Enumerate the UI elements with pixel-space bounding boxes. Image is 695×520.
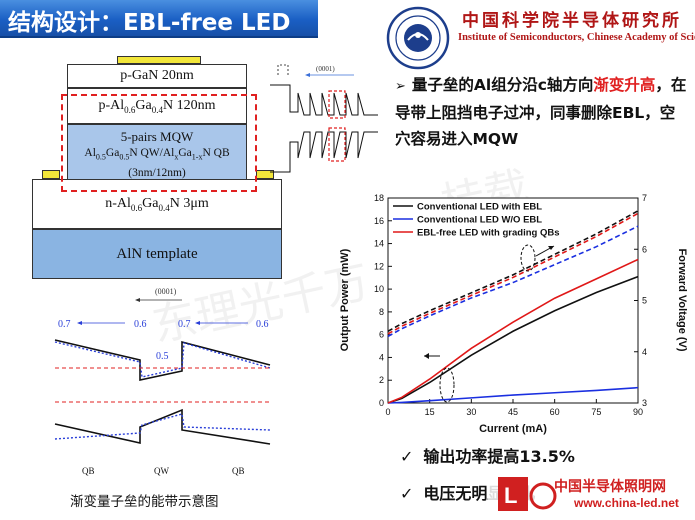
y-axis-label: Output Power (mW) bbox=[339, 248, 351, 351]
bullet-arrow-icon: ➢ bbox=[395, 79, 406, 94]
y2-axis-label: Forward Voltage (V) bbox=[676, 248, 688, 351]
voltage-line-0 bbox=[387, 210, 639, 332]
institute-seal-icon bbox=[386, 6, 450, 70]
voltage-line-1 bbox=[387, 225, 639, 338]
legend-label-0: Conventional LED with EBL bbox=[417, 202, 542, 213]
small-band-sketch: (0001) bbox=[270, 64, 378, 173]
y-tick-label: 16 bbox=[374, 216, 384, 226]
y2-tick-label: 3 bbox=[642, 398, 647, 408]
legend-label-2: EBL-free LED with grading QBs bbox=[417, 228, 560, 239]
china-led-logo-icon: L bbox=[488, 473, 693, 517]
y2-tick-label: 7 bbox=[642, 193, 647, 203]
y-tick-label: 18 bbox=[374, 193, 384, 203]
highlight-box bbox=[61, 94, 257, 192]
x-tick-label: 45 bbox=[508, 407, 518, 417]
voltage-line-2 bbox=[387, 212, 639, 335]
power-ellipse-annotation bbox=[439, 367, 455, 403]
label-qb-right-start: 0.7 bbox=[178, 319, 191, 330]
site-url: www.china-led.net bbox=[574, 496, 679, 510]
plot-frame bbox=[387, 197, 639, 404]
y-tick-label: 10 bbox=[374, 284, 384, 294]
layer-p-gan: p-GaN 20nm bbox=[67, 64, 247, 88]
voltage-ellipse-annotation bbox=[520, 244, 536, 272]
p-contact bbox=[117, 56, 201, 64]
n-contact-left bbox=[42, 170, 60, 179]
power-line-1 bbox=[387, 386, 639, 404]
power-line-2 bbox=[387, 258, 639, 404]
layer-aln-template: AlN template bbox=[32, 229, 282, 279]
small-axis-label: (0001) bbox=[316, 65, 335, 73]
y-tick-label: 8 bbox=[379, 307, 384, 317]
layer-mqw: 5-pairs MQW Al0.5Ga0.5N QW/AlxGa1-xN QB … bbox=[67, 124, 247, 186]
label-qw: 0.5 bbox=[156, 351, 169, 362]
label-qb-left-start: 0.7 bbox=[58, 319, 71, 330]
y-tick-label: 4 bbox=[379, 352, 384, 362]
label-qb-right-end: 0.6 bbox=[256, 319, 269, 330]
slide-title: 结构设计：EBL-free LED bbox=[8, 10, 291, 36]
title-bar: 结构设计：EBL-free LED bbox=[0, 0, 318, 38]
band-diagram-caption: 渐变量子垒的能带示意图 bbox=[70, 494, 219, 510]
x-axis-label: Current (mA) bbox=[479, 423, 547, 435]
region-qb-left: QB bbox=[82, 466, 95, 476]
region-qb-right: QB bbox=[232, 466, 245, 476]
check-icon: ✓ bbox=[400, 484, 414, 503]
label-qb-left-end: 0.6 bbox=[134, 319, 147, 330]
region-qw: QW bbox=[154, 466, 169, 476]
bullet-text: ➢量子垒的Al组分沿c轴方向渐变升高，在导带上阻挡电子过冲，同事删除EBL，空穴… bbox=[395, 76, 687, 148]
institute-name-cn: 中国科学院半导体研究所 bbox=[462, 11, 682, 31]
y2-tick-label: 5 bbox=[642, 296, 647, 306]
result-power: ✓输出功率提高13.5% bbox=[400, 447, 575, 466]
x-tick-label: 30 bbox=[466, 407, 476, 417]
x-tick-label: 60 bbox=[550, 407, 560, 417]
layer-n-algan: n-Al0.6Ga0.4N 3μm bbox=[32, 179, 282, 229]
legend-label-1: Conventional LED W/O EBL bbox=[417, 215, 542, 226]
x-tick-label: 0 bbox=[385, 407, 390, 417]
institute-name-en: Institute of Semiconductors, Chinese Aca… bbox=[458, 32, 695, 43]
x-tick-label: 75 bbox=[591, 407, 601, 417]
x-tick-label: 90 bbox=[633, 407, 643, 417]
band-axis-label: (0001) bbox=[155, 287, 177, 296]
emphasis-text: 渐变升高 bbox=[593, 76, 656, 94]
y-tick-label: 2 bbox=[379, 375, 384, 385]
power-line-0 bbox=[387, 275, 639, 404]
y-tick-label: 6 bbox=[379, 330, 384, 340]
y-tick-label: 12 bbox=[374, 261, 384, 271]
svg-text:L: L bbox=[504, 483, 517, 508]
y-tick-label: 14 bbox=[374, 239, 384, 249]
y-tick-label: 0 bbox=[379, 398, 384, 408]
y2-tick-label: 6 bbox=[642, 244, 647, 254]
site-name-cn: 中国半导体照明网 bbox=[554, 479, 666, 495]
x-tick-label: 15 bbox=[425, 407, 435, 417]
graded-band-diagram: (0001) 0.7 0.6 0.7 0.6 0.5 QB QW QB bbox=[54, 287, 271, 476]
y2-tick-label: 4 bbox=[642, 347, 647, 357]
check-icon: ✓ bbox=[400, 447, 414, 466]
